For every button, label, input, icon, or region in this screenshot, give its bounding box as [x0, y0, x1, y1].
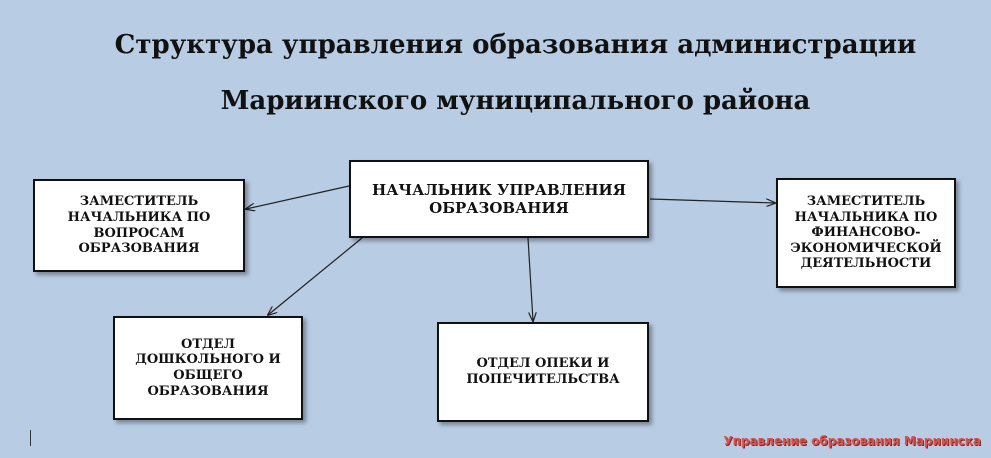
node-preschool-department: ОТДЕЛ ДОШКОЛЬНОГО И ОБЩЕГО ОБРАЗОВАНИЯ	[113, 316, 303, 420]
node-head-line-2: ОБРАЗОВАНИЯ	[429, 199, 569, 217]
diagram-title-line-1: Структура управления образования админис…	[114, 30, 917, 60]
diagram-title-line-2: Мариинского муниципального района	[220, 86, 811, 116]
node-deputy-finance-line-3: ФИНАНСОВО-	[811, 225, 921, 241]
node-deputy-finance-line-4: ЭКОНОМИЧЕСКОЙ	[790, 240, 942, 256]
node-deputy-education-line-3: ВОПРОСАМ	[93, 225, 185, 241]
node-preschool-line-1: ОТДЕЛ	[181, 336, 235, 352]
node-deputy-finance-line-5: ДЕЯТЕЛЬНОСТИ	[800, 256, 932, 272]
node-deputy-education: ЗАМЕСТИТЕЛЬ НАЧАЛЬНИКА ПО ВОПРОСАМ ОБРАЗ…	[33, 179, 245, 272]
edge-head-to-preschool-dept	[268, 237, 363, 315]
node-deputy-finance-line-1: ЗАМЕСТИТЕЛЬ	[806, 194, 926, 210]
node-deputy-education-line-2: НАЧАЛЬНИКА ПО	[67, 209, 211, 225]
node-custody-line-1: ОТДЕЛ ОПЕКИ И	[476, 356, 610, 372]
edge-head-to-deputy-education	[246, 185, 350, 209]
node-preschool-line-3: ОБЩЕГО	[173, 368, 243, 383]
node-preschool-line-4: ОБРАЗОВАНИЯ	[147, 383, 269, 399]
node-deputy-education-line-1: ЗАМЕСТИТЕЛЬ	[79, 194, 199, 210]
node-custody-line-2: ПОПЕЧИТЕЛЬСТВА	[466, 372, 620, 387]
text-cursor-mark	[30, 430, 31, 446]
node-deputy-education-line-4: ОБРАЗОВАНИЯ	[78, 241, 200, 257]
node-head-line-1: НАЧАЛЬНИК УПРАВЛЕНИЯ	[372, 181, 626, 199]
edge-head-to-deputy-finance	[649, 198, 775, 203]
watermark-text: Управление образования Мариинска	[723, 434, 981, 448]
node-deputy-finance: ЗАМЕСТИТЕЛЬ НАЧАЛЬНИКА ПО ФИНАНСОВО- ЭКО…	[776, 178, 956, 288]
node-deputy-finance-line-2: НАЧАЛЬНИКА ПО	[794, 209, 938, 225]
node-head-of-department: НАЧАЛЬНИК УПРАВЛЕНИЯ ОБРАЗОВАНИЯ	[349, 160, 649, 238]
node-preschool-line-2: ДОШКОЛЬНОГО И	[135, 352, 281, 368]
edge-head-to-custody-dept	[527, 237, 533, 321]
node-custody-department: ОТДЕЛ ОПЕКИ И ПОПЕЧИТЕЛЬСТВА	[437, 322, 649, 422]
